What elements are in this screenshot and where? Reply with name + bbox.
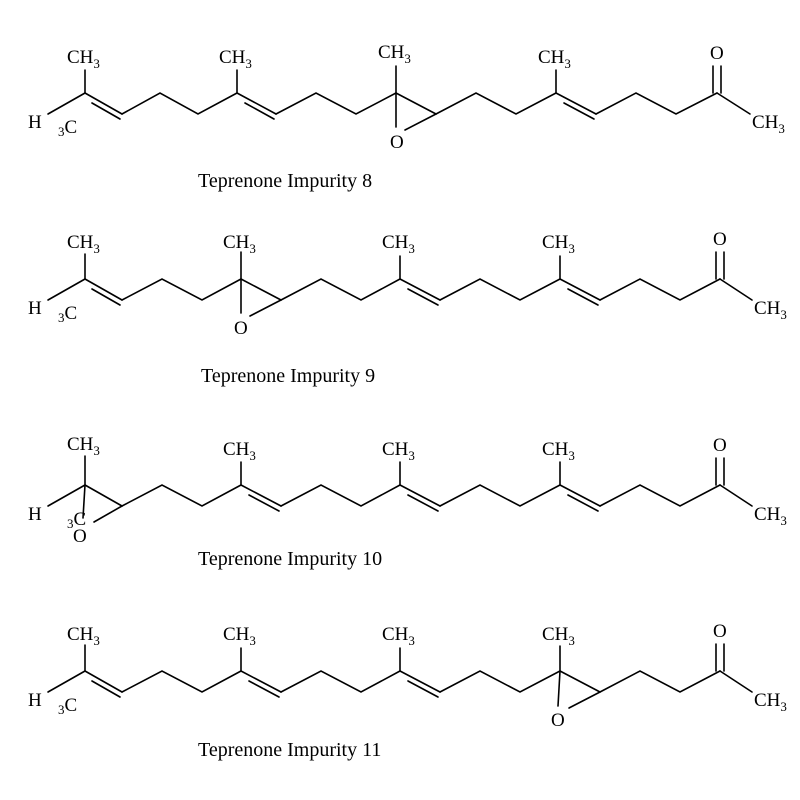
molecule-impurity-9: CH3 H 3C CH3 O CH3 CH3 O CH3 Teprenone I…: [28, 229, 787, 387]
atom-label-h3c: 3C: [67, 509, 86, 531]
atom-label-o-epoxide: O: [390, 132, 404, 153]
atom-label-ch3: CH3: [542, 624, 575, 648]
atom-label-ch3: CH3: [542, 232, 575, 256]
atom-label-ch3: CH3: [382, 624, 415, 648]
atom-labels: CH3 H 3C CH3 O CH3 CH3 O CH3: [28, 229, 787, 339]
atom-label-o-ketone: O: [713, 229, 727, 250]
atom-label-ch3: CH3: [219, 47, 252, 71]
atom-label-h: H: [28, 504, 42, 525]
atom-label-o-epoxide: O: [73, 526, 87, 547]
atom-label-ch3: CH3: [754, 504, 787, 528]
molecule-impurity-10: CH3 H 3C O CH3 CH3 CH3 O CH3 Teprenone I…: [28, 434, 787, 570]
atom-label-ch3: CH3: [223, 624, 256, 648]
atom-label-ch3: CH3: [67, 232, 100, 256]
atom-label-ch3: CH3: [223, 439, 256, 463]
atom-label-o-epoxide: O: [551, 710, 565, 731]
atom-label-ch3: CH3: [223, 232, 256, 256]
atom-label-ch3: CH3: [382, 232, 415, 256]
atom-labels: CH3 H 3C O CH3 CH3 CH3 O CH3: [28, 434, 787, 547]
atom-label-ch3: CH3: [382, 439, 415, 463]
bond-skeleton: [47, 65, 751, 131]
atom-labels: CH3 H 3C CH3 CH3 CH3 O O CH3: [28, 621, 787, 731]
atom-label-ch3: CH3: [538, 47, 571, 71]
atom-label-o-ketone: O: [713, 435, 727, 456]
atom-label-ch3: CH3: [67, 624, 100, 648]
atom-label-h: H: [28, 112, 42, 133]
atom-label-ch3: CH3: [754, 298, 787, 322]
molecule-impurity-11: CH3 H 3C CH3 CH3 CH3 O O CH3 Teprenone I…: [28, 621, 787, 761]
atom-label-ch3: CH3: [378, 42, 411, 66]
bond-skeleton: [47, 643, 753, 709]
molecule-impurity-8: CH3 H 3C CH3 CH3 O CH3 O CH3 Teprenone I…: [28, 42, 785, 192]
caption-impurity-8: Teprenone Impurity 8: [198, 170, 372, 192]
atom-label-o-ketone: O: [710, 43, 724, 64]
atom-label-ch3: CH3: [67, 47, 100, 71]
atom-label-ch3: CH3: [542, 439, 575, 463]
caption-impurity-11: Teprenone Impurity 11: [198, 739, 381, 761]
caption-impurity-10: Teprenone Impurity 10: [198, 548, 382, 570]
atom-label-h3c: 3C: [58, 695, 77, 717]
bond-skeleton: [47, 251, 753, 317]
atom-label-ch3: CH3: [67, 434, 100, 458]
atom-labels: CH3 H 3C CH3 CH3 O CH3 O CH3: [28, 42, 785, 153]
atom-label-h: H: [28, 690, 42, 711]
atom-label-ch3: CH3: [754, 690, 787, 714]
atom-label-o-epoxide: O: [234, 318, 248, 339]
atom-label-o-ketone: O: [713, 621, 727, 642]
caption-impurity-9: Teprenone Impurity 9: [201, 365, 375, 387]
atom-label-h: H: [28, 298, 42, 319]
atom-label-h3c: 3C: [58, 303, 77, 325]
bond-skeleton: [47, 455, 753, 523]
atom-label-ch3: CH3: [752, 112, 785, 136]
atom-label-h3c: 3C: [58, 117, 77, 139]
